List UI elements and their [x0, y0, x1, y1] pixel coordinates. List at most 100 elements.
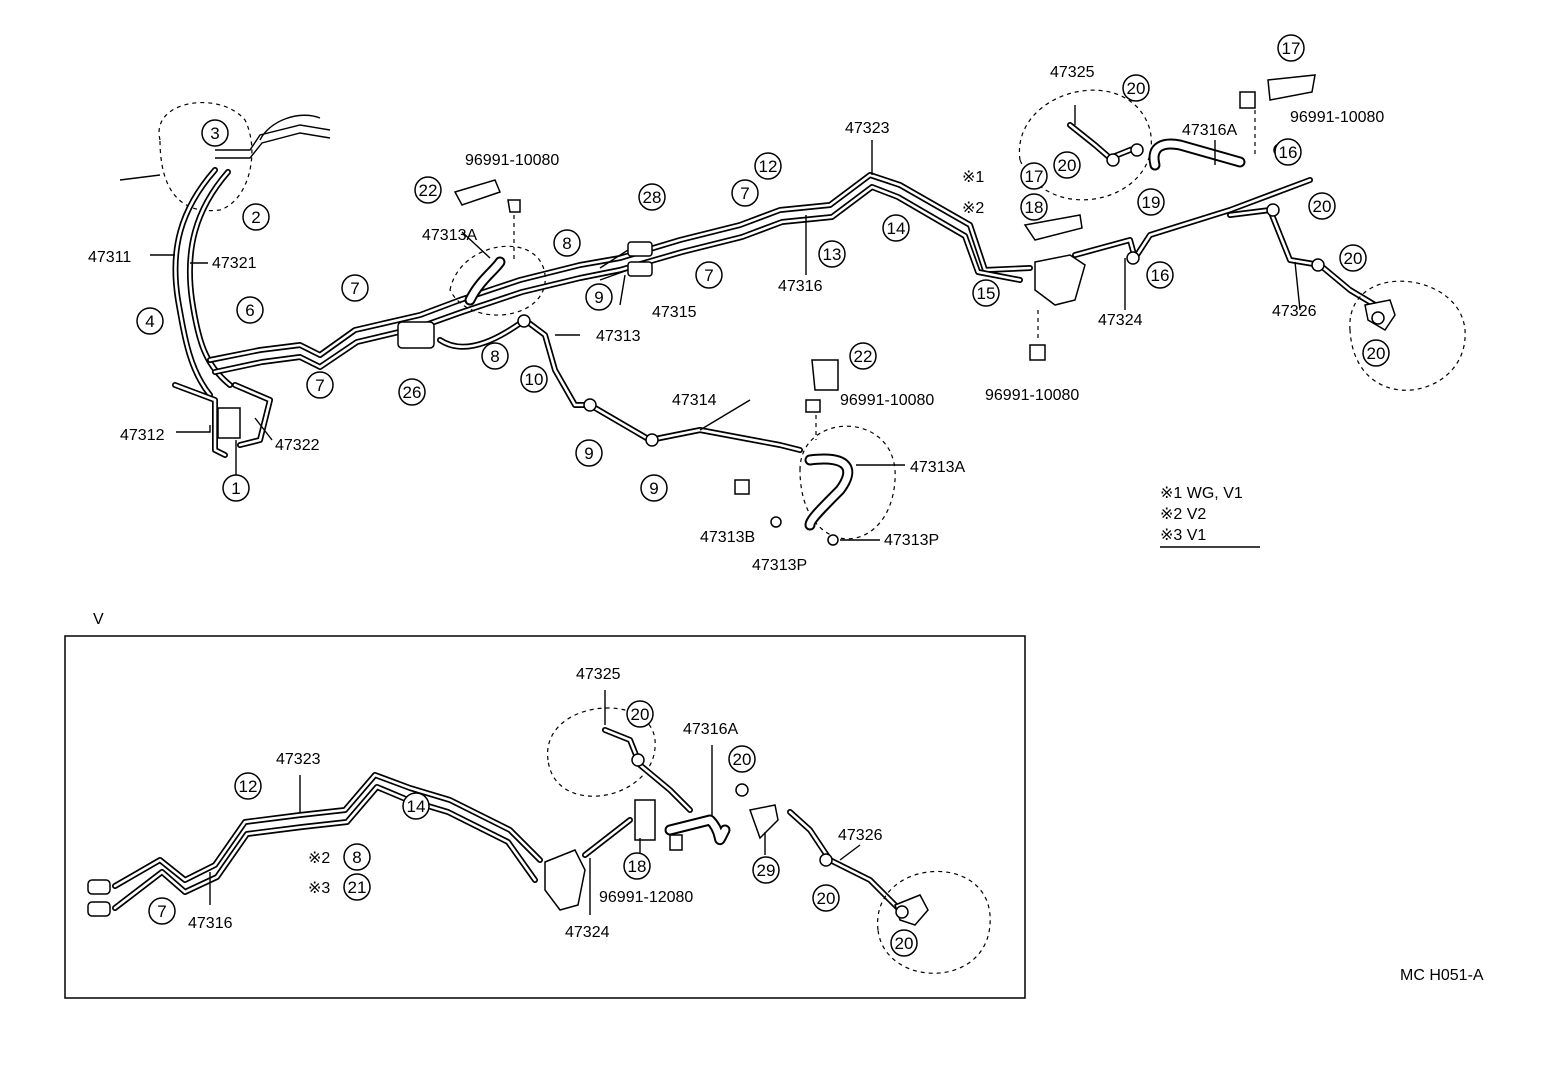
callout-number: 26 — [403, 383, 422, 402]
callout-circle — [414, 176, 442, 204]
callout-circle — [623, 852, 651, 880]
callout-circle — [731, 179, 759, 207]
main-brake-line — [207, 172, 1033, 375]
callout-circle — [1020, 162, 1048, 190]
drawing-code: MC H051-A — [1400, 967, 1484, 984]
callout-20: 20 — [1339, 244, 1367, 272]
callout-number: 4 — [145, 312, 154, 331]
callout-number: 29 — [757, 861, 776, 880]
callout-18: 18 — [1020, 193, 1048, 221]
callout-number: 10 — [525, 370, 544, 389]
callout-circle — [575, 439, 603, 467]
callout-number: 22 — [854, 347, 873, 366]
valves — [397, 241, 653, 349]
callout-number: 13 — [823, 245, 842, 264]
part-number-label: 47316 — [188, 915, 233, 932]
callout-circle — [1339, 244, 1367, 272]
callout-number: 20 — [1313, 197, 1332, 216]
callout-circle — [585, 283, 613, 311]
callout-20: 20 — [728, 745, 756, 773]
callout-3: 3 — [201, 119, 229, 147]
inset-drawing — [87, 690, 991, 974]
callout-2: 2 — [242, 203, 270, 231]
callout-4: 4 — [136, 307, 164, 335]
callout-number: 12 — [759, 157, 778, 176]
callout-20: 20 — [890, 929, 918, 957]
callout-20: 20 — [1308, 192, 1336, 220]
callout-number: 3 — [210, 124, 219, 143]
callout-number: 16 — [1279, 143, 1298, 162]
callout-21: 21 — [343, 873, 371, 901]
callout-number: 2 — [251, 208, 260, 227]
callout-circle — [849, 342, 877, 370]
callout-circle — [236, 296, 264, 324]
callout-circle — [1020, 193, 1048, 221]
part-number-label: 47323 — [276, 751, 321, 768]
variant-marker: ※2 — [308, 850, 330, 867]
callout-number: 7 — [315, 376, 324, 395]
callout-7: 7 — [695, 261, 723, 289]
callout-circle — [136, 307, 164, 335]
callout-22: 22 — [849, 342, 877, 370]
callout-number: 20 — [817, 889, 836, 908]
callout-circle — [343, 843, 371, 871]
callout-circle — [754, 152, 782, 180]
callout-number: 16 — [1151, 266, 1170, 285]
part-number-label: 47314 — [672, 392, 717, 409]
callout-circle — [1277, 34, 1305, 62]
callout-circle — [553, 229, 581, 257]
brake-booster-drawing — [119, 101, 331, 212]
callout-7: 7 — [148, 897, 176, 925]
callout-circle — [818, 240, 846, 268]
callout-28: 28 — [638, 183, 666, 211]
callout-circle — [1146, 261, 1174, 289]
callout-20: 20 — [1053, 151, 1081, 179]
callout-15: 15 — [972, 279, 1000, 307]
callout-circle — [812, 884, 840, 912]
legend: ※1 WG, V1 ※2 V2 ※3 V1 — [1160, 485, 1260, 548]
callout-circle — [234, 772, 262, 800]
part-number-label: 47316A — [683, 721, 738, 738]
callout-number: 20 — [895, 934, 914, 953]
callout-circle — [306, 371, 334, 399]
part-number-label: 47313 — [596, 328, 641, 345]
callout-number: 20 — [733, 750, 752, 769]
callout-16: 16 — [1146, 261, 1174, 289]
part-number-label: 96991-10080 — [465, 152, 559, 169]
part-number-label: 47326 — [838, 827, 883, 844]
callout-17: 17 — [1020, 162, 1048, 190]
callout-circle — [626, 700, 654, 728]
callout-circle — [481, 342, 509, 370]
variant-marker: ※2 — [962, 200, 984, 217]
callout-number: 9 — [649, 479, 658, 498]
part-number-label: 47321 — [212, 255, 257, 272]
callout-circle — [640, 474, 668, 502]
callout-number: 17 — [1025, 167, 1044, 186]
callout-number: 9 — [594, 288, 603, 307]
callout-number: 8 — [490, 347, 499, 366]
variant-marker: ※3 — [308, 880, 330, 897]
part-number-label: 47313A — [422, 227, 477, 244]
callout-29: 29 — [752, 856, 780, 884]
callout-circle — [1362, 339, 1390, 367]
callout-10: 10 — [520, 365, 548, 393]
part-number-label: 96991-10080 — [840, 392, 934, 409]
callout-19: 19 — [1137, 188, 1165, 216]
callout-circle — [242, 203, 270, 231]
callout-17: 17 — [1277, 34, 1305, 62]
callout-circle — [343, 873, 371, 901]
part-number-label: 47325 — [1050, 64, 1095, 81]
callout-number: 21 — [348, 878, 367, 897]
callout-16: 16 — [1274, 138, 1302, 166]
callout-circle — [972, 279, 1000, 307]
part-number-label: 47325 — [576, 666, 621, 683]
callout-number: 12 — [239, 777, 258, 796]
callout-number: 8 — [562, 234, 571, 253]
callout-6: 6 — [236, 296, 264, 324]
part-number-label: 47326 — [1272, 303, 1317, 320]
callout-20: 20 — [626, 700, 654, 728]
callout-20: 20 — [812, 884, 840, 912]
callout-7: 7 — [341, 274, 369, 302]
